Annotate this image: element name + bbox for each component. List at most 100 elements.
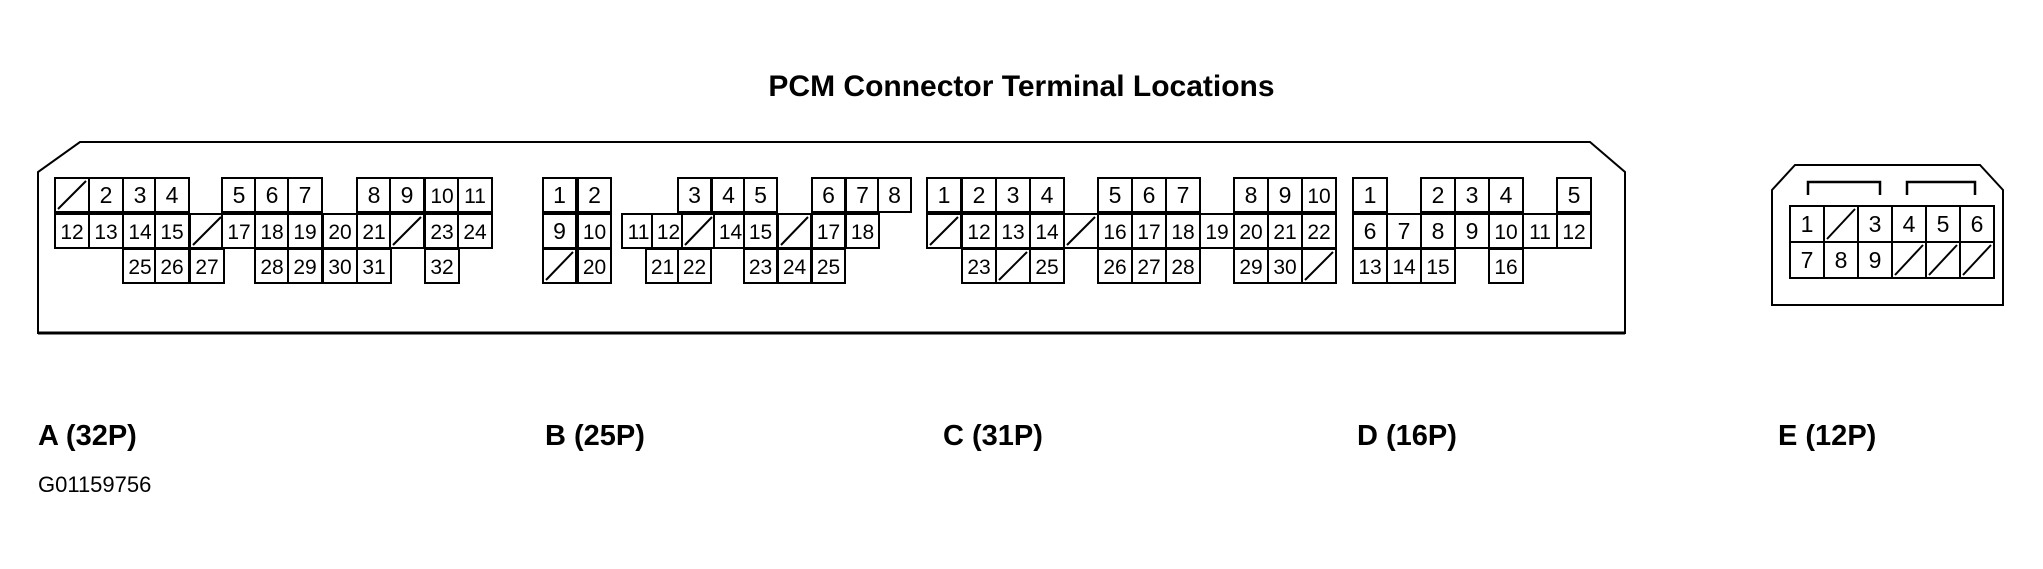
terminal-cell: 22 — [677, 248, 712, 284]
terminal-number: 26 — [1103, 256, 1126, 279]
connector-e-outline — [1771, 164, 2004, 306]
terminal-number: 29 — [1239, 256, 1262, 279]
terminal-number: 23 — [749, 256, 772, 279]
terminal-cell: 14 — [713, 213, 748, 249]
blank-slash — [1066, 216, 1096, 246]
terminal-number: 28 — [1171, 256, 1194, 279]
terminal-cell: 20 — [322, 213, 358, 249]
terminal-number: 6 — [1143, 182, 1156, 208]
terminal-number: 2 — [973, 182, 986, 208]
blank-slash — [1304, 251, 1334, 281]
terminal-cell: 12 — [1556, 213, 1592, 249]
terminal-number: 29 — [293, 256, 316, 279]
terminal-blank — [389, 213, 425, 249]
terminal-cell: 26 — [154, 248, 190, 284]
terminal-blank — [681, 213, 716, 249]
terminal-number: 10 — [430, 185, 453, 208]
terminal-cell: 27 — [1131, 248, 1167, 284]
terminal-cell: 6 — [1959, 205, 1995, 243]
terminal-blank — [1925, 241, 1961, 279]
blank-slash — [684, 216, 713, 246]
terminal-cell: 10 — [1301, 177, 1337, 213]
terminal-number: 18 — [851, 221, 874, 244]
terminal-number: 23 — [430, 221, 453, 244]
terminal-number: 19 — [1205, 221, 1228, 244]
terminal-cell: 9 — [1857, 241, 1893, 279]
terminal-cell: 4 — [1488, 177, 1524, 213]
terminal-cell: 7 — [1165, 177, 1201, 213]
terminal-number: 27 — [1137, 256, 1160, 279]
terminal-cell: 17 — [221, 213, 257, 249]
terminal-number: 7 — [1801, 247, 1814, 273]
connector-d-label: D (16P) — [1357, 420, 1457, 452]
terminal-cell: 28 — [1165, 248, 1201, 284]
terminal-number: 19 — [293, 221, 316, 244]
terminal-cell: 5 — [743, 177, 778, 213]
terminal-number: 20 — [583, 256, 606, 279]
terminal-number: 14 — [1392, 256, 1416, 279]
diagram-title: PCM Connector Terminal Locations — [768, 70, 1275, 103]
terminal-cell: 17 — [1131, 213, 1167, 249]
terminal-number: 6 — [1971, 211, 1984, 237]
terminal-number: 22 — [683, 256, 706, 279]
terminal-cell: 16 — [1097, 213, 1133, 249]
terminal-cell: 16 — [1488, 248, 1524, 284]
terminal-cell: 15 — [1420, 248, 1456, 284]
terminal-cell: 5 — [1925, 205, 1961, 243]
terminal-number: 8 — [368, 182, 381, 208]
terminal-number: 3 — [1007, 182, 1020, 208]
terminal-number: 1 — [938, 182, 951, 208]
terminal-cell: 9 — [1267, 177, 1303, 213]
terminal-number: 2 — [100, 182, 113, 208]
terminal-number: 14 — [719, 221, 743, 244]
terminal-blank — [1891, 241, 1927, 279]
terminal-cell: 8 — [877, 177, 912, 213]
connector-c-label: C (31P) — [943, 420, 1043, 452]
terminal-cell: 9 — [1454, 213, 1490, 249]
terminal-number: 18 — [1171, 221, 1194, 244]
terminal-number: 11 — [1529, 221, 1551, 244]
blank-slash — [57, 180, 87, 210]
terminal-number: 10 — [1307, 185, 1330, 208]
terminal-number: 21 — [1273, 221, 1296, 244]
terminal-blank — [777, 213, 812, 249]
terminal-cell: 6 — [811, 177, 846, 213]
terminal-cell: 1 — [926, 177, 962, 213]
terminal-number: 32 — [430, 256, 453, 279]
terminal-number: 12 — [60, 221, 83, 244]
terminal-number: 1 — [553, 182, 566, 208]
connector-e-label: E (12P) — [1778, 420, 1877, 452]
terminal-number: 17 — [1137, 221, 1160, 244]
terminal-cell: 18 — [845, 213, 880, 249]
terminal-cell: 21 — [356, 213, 392, 249]
terminal-cell: 12 — [54, 213, 90, 249]
terminal-number: 10 — [1494, 221, 1517, 244]
terminal-cell: 31 — [356, 248, 392, 284]
figure-id: G01159756 — [38, 472, 152, 497]
terminal-cell: 14 — [122, 213, 158, 249]
terminal-cell: 1 — [542, 177, 577, 213]
terminal-number: 4 — [722, 182, 735, 208]
terminal-number: 30 — [1273, 256, 1296, 279]
terminal-number: 3 — [134, 182, 147, 208]
terminal-number: 5 — [1109, 182, 1122, 208]
terminal-cell: 6 — [1131, 177, 1167, 213]
terminal-cell: 11 — [1522, 213, 1558, 249]
terminal-cell: 8 — [356, 177, 392, 213]
terminal-number: 2 — [588, 182, 601, 208]
terminal-cell: 2 — [961, 177, 997, 213]
terminal-cell: 1 — [1789, 205, 1825, 243]
connector-b-label: B (25P) — [545, 420, 645, 452]
terminal-number: 16 — [1494, 256, 1517, 279]
terminal-number: 5 — [233, 182, 246, 208]
terminal-number: 7 — [299, 182, 312, 208]
terminal-cell: 4 — [711, 177, 746, 213]
terminal-cell: 7 — [1386, 213, 1422, 249]
terminal-number: 13 — [1001, 221, 1024, 244]
terminal-cell: 8 — [1823, 241, 1859, 279]
blank-slash — [192, 216, 222, 246]
terminal-cell: 27 — [189, 248, 225, 284]
terminal-number: 12 — [1562, 221, 1585, 244]
terminal-cell: 2 — [577, 177, 612, 213]
